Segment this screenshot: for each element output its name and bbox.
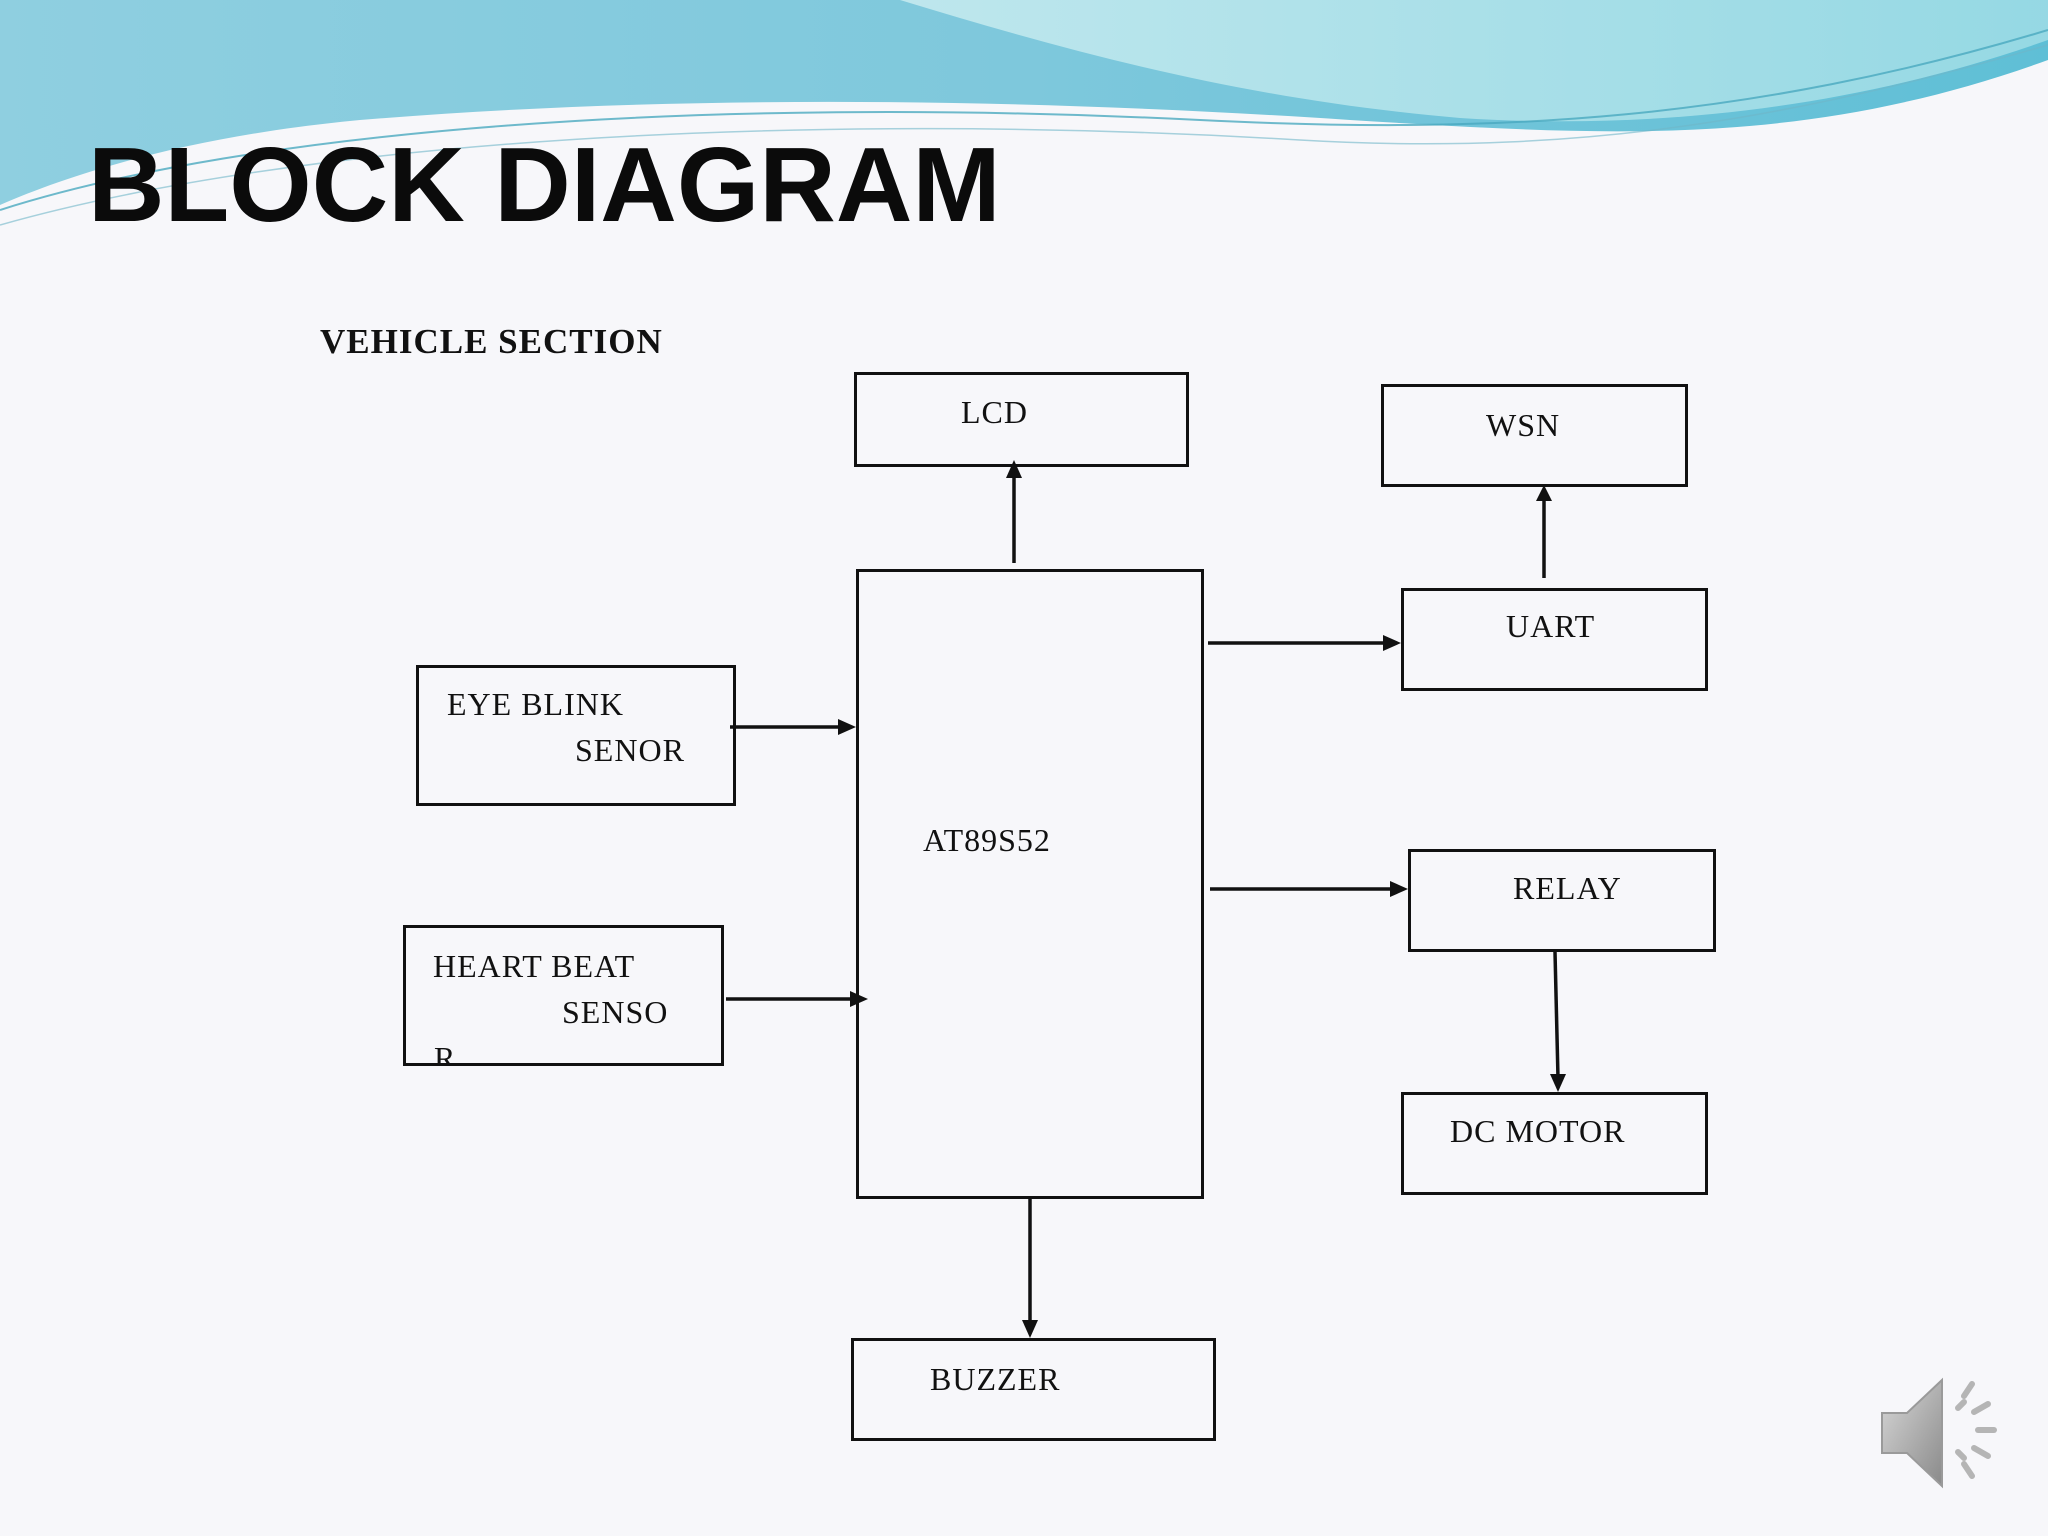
arrowhead-wsn <box>1536 485 1552 501</box>
uart-label: UART <box>1506 608 1596 644</box>
uart-block: UART <box>1401 588 1708 691</box>
dc-motor-label: DC MOTOR <box>1450 1113 1626 1149</box>
arrow-relay-to-dc-motor <box>1553 951 1560 1079</box>
arrowhead-dc-motor <box>1550 1074 1566 1092</box>
arrowhead-uart <box>1383 635 1401 651</box>
eye-blink-sensor-block: EYE BLINK SENOR <box>416 665 736 806</box>
arrowhead-relay <box>1390 881 1408 897</box>
buzzer-label: BUZZER <box>930 1361 1061 1397</box>
relay-label: RELAY <box>1513 870 1622 906</box>
lcd-label: LCD <box>961 394 1028 430</box>
heart-beat-label-line3: R <box>434 1040 457 1066</box>
relay-block: RELAY <box>1408 849 1716 952</box>
arrowhead-heart-beat <box>850 991 868 1007</box>
wsn-block: WSN <box>1381 384 1688 487</box>
microcontroller-block: AT89S52 <box>856 569 1204 1199</box>
lcd-block: LCD <box>854 372 1189 467</box>
dc-motor-block: DC MOTOR <box>1401 1092 1708 1195</box>
eye-blink-label-line1: EYE BLINK <box>447 686 624 722</box>
arrowhead-eye-blink <box>838 719 856 735</box>
wsn-label: WSN <box>1486 407 1561 443</box>
arrowhead-buzzer <box>1022 1320 1038 1338</box>
heart-beat-label-line2: SENSO <box>562 994 669 1030</box>
heart-beat-label-line1: HEART BEAT <box>433 948 636 984</box>
section-label: VEHICLE SECTION <box>320 322 663 361</box>
slide-title: BLOCK DIAGRAM <box>88 126 1001 244</box>
microcontroller-label: AT89S52 <box>923 822 1051 858</box>
buzzer-block: BUZZER <box>851 1338 1216 1441</box>
arrowhead-lcd <box>1006 460 1022 478</box>
speaker-icon[interactable] <box>1872 1368 2022 1498</box>
header-wave-decoration <box>0 0 2048 226</box>
heart-beat-sensor-block: HEART BEAT SENSO R <box>403 925 724 1066</box>
eye-blink-label-line2: SENOR <box>575 732 685 768</box>
